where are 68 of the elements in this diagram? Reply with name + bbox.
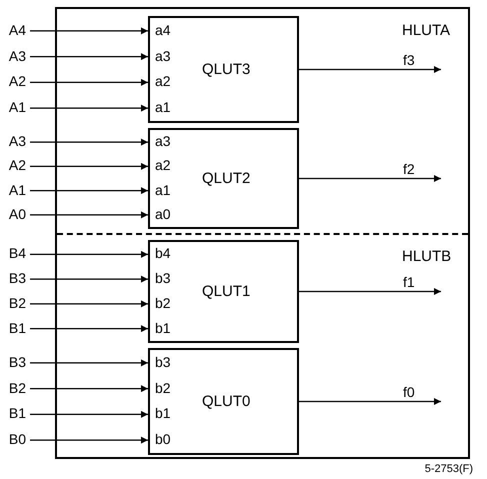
input-label: B2 — [0, 378, 26, 397]
pin-label: b4 — [155, 244, 171, 262]
pin-label: a2 — [155, 156, 171, 174]
input-label: B1 — [0, 404, 26, 422]
arrow — [30, 359, 148, 366]
edge-label: f0 — [403, 384, 415, 400]
arrow — [30, 436, 148, 444]
pin-label: b1 — [155, 318, 171, 337]
pin-label: b2 — [155, 378, 171, 397]
input-label: B3 — [0, 352, 26, 371]
lut-name: QLUT0 — [202, 392, 250, 410]
arrow — [30, 138, 148, 146]
arrow — [30, 53, 148, 60]
input-label: B0 — [0, 430, 26, 448]
arrow — [30, 78, 148, 86]
arrow — [30, 211, 148, 218]
input-label: B3 — [0, 269, 26, 288]
arrow — [299, 66, 441, 73]
pin-label: b3 — [155, 269, 171, 288]
input-label: A4 — [0, 20, 26, 39]
pin-label: b0 — [155, 430, 171, 448]
pin-label: a3 — [155, 46, 171, 65]
arrow — [30, 187, 148, 194]
figure-code: 5-2753(F) — [424, 463, 473, 475]
region-title: HLUTB — [402, 248, 452, 265]
input-label: A2 — [0, 72, 26, 90]
arrow — [30, 385, 148, 392]
arrow — [30, 410, 148, 418]
input-label: A1 — [0, 180, 26, 199]
pin-label: b3 — [155, 352, 171, 371]
input-label: A2 — [0, 156, 26, 174]
edge-label: f3 — [403, 52, 415, 68]
arrow — [299, 175, 441, 182]
pin-label: a4 — [155, 20, 171, 39]
pin-label: a1 — [155, 98, 171, 116]
pin-label: a1 — [155, 180, 171, 199]
arrow — [30, 276, 148, 283]
lut-name: QLUT3 — [202, 60, 250, 78]
lut-box — [148, 240, 299, 343]
arrow — [30, 300, 148, 308]
pin-label: b1 — [155, 404, 171, 422]
arrow — [30, 104, 148, 112]
pin-label: a0 — [155, 204, 171, 223]
pin-label: b2 — [155, 294, 171, 312]
edge-label: f2 — [403, 160, 415, 176]
arrow — [30, 250, 148, 258]
arrow — [299, 398, 441, 405]
pin-label: a3 — [155, 132, 171, 150]
input-label: B2 — [0, 294, 26, 312]
edge-label: f1 — [403, 274, 415, 290]
lut-box — [148, 348, 299, 455]
region-title: HLUTA — [402, 22, 450, 39]
input-label: A3 — [0, 132, 26, 150]
input-label: B1 — [0, 318, 26, 337]
arrow — [30, 162, 148, 170]
input-label: A3 — [0, 46, 26, 65]
input-label: A1 — [0, 98, 26, 116]
input-label: A0 — [0, 204, 26, 223]
lut-box — [148, 16, 299, 123]
arrow — [30, 325, 148, 332]
arrow — [299, 288, 441, 295]
lut-name: QLUT2 — [202, 170, 250, 186]
outer-box — [55, 7, 470, 459]
input-label: B4 — [0, 244, 26, 262]
lut-box — [148, 128, 299, 229]
lut-name: QLUT1 — [202, 282, 250, 300]
pin-label: a2 — [155, 72, 171, 90]
arrow — [30, 27, 148, 34]
